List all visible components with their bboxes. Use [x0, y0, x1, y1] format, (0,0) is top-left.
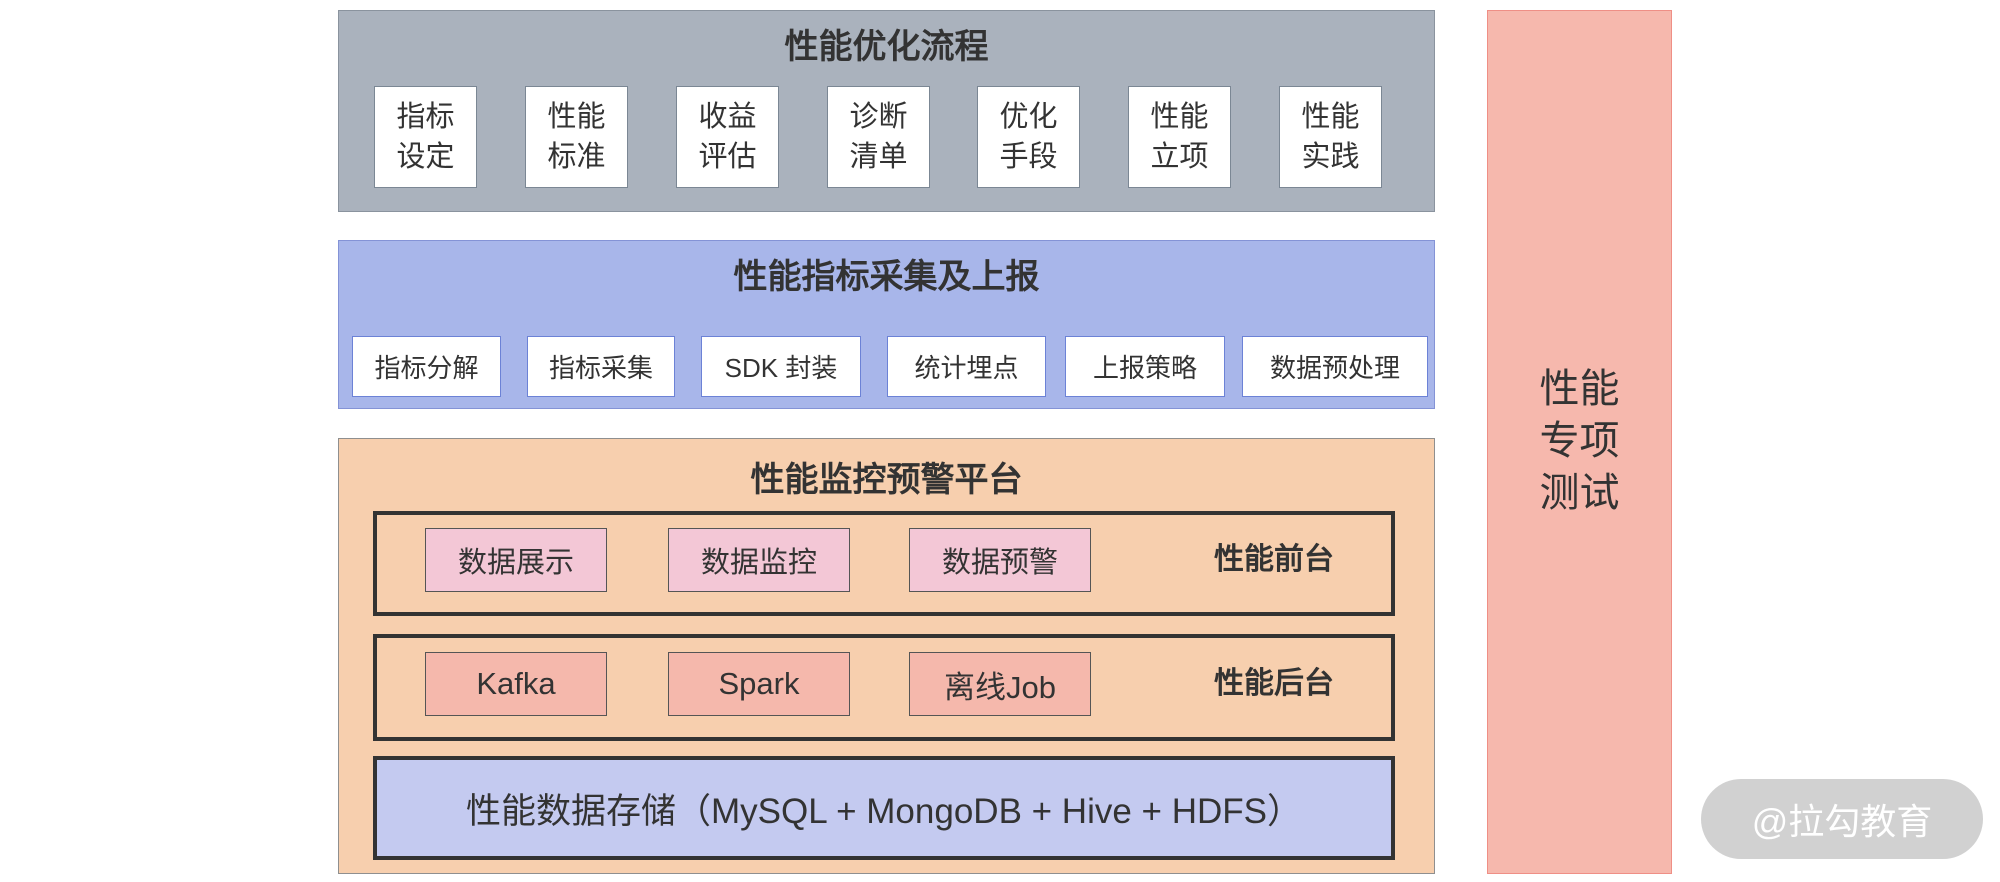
frontend-item: 数据展示: [425, 528, 607, 592]
frontend-item: 数据预警: [909, 528, 1091, 592]
metric-item: 上报策略: [1065, 336, 1225, 397]
flow-step-line: 标准: [547, 141, 606, 173]
flow-step-line: 清单: [849, 141, 908, 173]
flow-step-line: 手段: [999, 141, 1058, 173]
watermark: @拉勾教育: [1701, 779, 1983, 859]
storage-layer-label: 性能数据存储（MySQL + MongoDB + Hive + HDFS）: [466, 791, 1302, 831]
optimization-flow-panel: 性能优化流程 指标 设定 性能 标准 收益 评估 诊断 清单 优化 手段 性能 …: [338, 10, 1435, 212]
flow-step-line: 优化: [999, 101, 1058, 133]
storage-layer: 性能数据存储（MySQL + MongoDB + Hive + HDFS）: [373, 756, 1395, 860]
metric-item: 指标采集: [527, 336, 675, 397]
flow-step-line: 性能: [1301, 101, 1360, 133]
metric-item: 统计埋点: [887, 336, 1046, 397]
metric-item: 指标分解: [352, 336, 501, 397]
flow-step-line: 性能: [547, 101, 606, 133]
monitoring-platform-title: 性能监控预警平台: [750, 461, 1023, 499]
frontend-layer: 数据展示 数据监控 数据预警 性能前台: [373, 511, 1395, 616]
flow-step: 性能 标准: [525, 86, 628, 188]
flow-step: 指标 设定: [374, 86, 477, 188]
flow-step-line: 性能: [1150, 101, 1209, 133]
flow-step: 诊断 清单: [827, 86, 930, 188]
frontend-layer-label: 性能前台: [1214, 543, 1334, 576]
backend-item: 离线Job: [909, 652, 1091, 716]
flow-step-line: 设定: [396, 141, 455, 173]
backend-layer: Kafka Spark 离线Job 性能后台: [373, 634, 1395, 741]
backend-item: Spark: [668, 652, 850, 716]
metrics-reporting-title: 性能指标采集及上报: [733, 258, 1040, 296]
backend-layer-label: 性能后台: [1214, 667, 1334, 700]
metric-item: 数据预处理: [1242, 336, 1428, 397]
flow-step-line: 指标: [396, 101, 455, 133]
monitoring-platform-panel: 性能监控预警平台 数据展示 数据监控 数据预警 性能前台 Kafka Spark…: [338, 438, 1435, 874]
special-testing-line: 性能: [1539, 367, 1620, 411]
flow-step-line: 实践: [1301, 141, 1360, 173]
optimization-flow-title: 性能优化流程: [784, 28, 989, 66]
backend-item: Kafka: [425, 652, 607, 716]
flow-step: 性能 实践: [1279, 86, 1382, 188]
flow-step-line: 收益: [698, 101, 757, 133]
special-testing-line: 测试: [1539, 471, 1620, 515]
flow-step: 收益 评估: [676, 86, 779, 188]
special-testing-panel: 性能 专项 测试: [1487, 10, 1672, 874]
flow-step: 性能 立项: [1128, 86, 1231, 188]
flow-step: 优化 手段: [977, 86, 1080, 188]
flow-step-line: 评估: [698, 141, 757, 173]
flow-step-line: 立项: [1150, 141, 1209, 173]
special-testing-label: 性能 专项 测试: [1488, 363, 1671, 519]
metric-item: SDK 封装: [701, 336, 861, 397]
metrics-reporting-panel: 性能指标采集及上报 指标分解 指标采集 SDK 封装 统计埋点 上报策略 数据预…: [338, 240, 1435, 409]
special-testing-line: 专项: [1539, 419, 1620, 463]
frontend-item: 数据监控: [668, 528, 850, 592]
flow-step-line: 诊断: [849, 101, 908, 133]
